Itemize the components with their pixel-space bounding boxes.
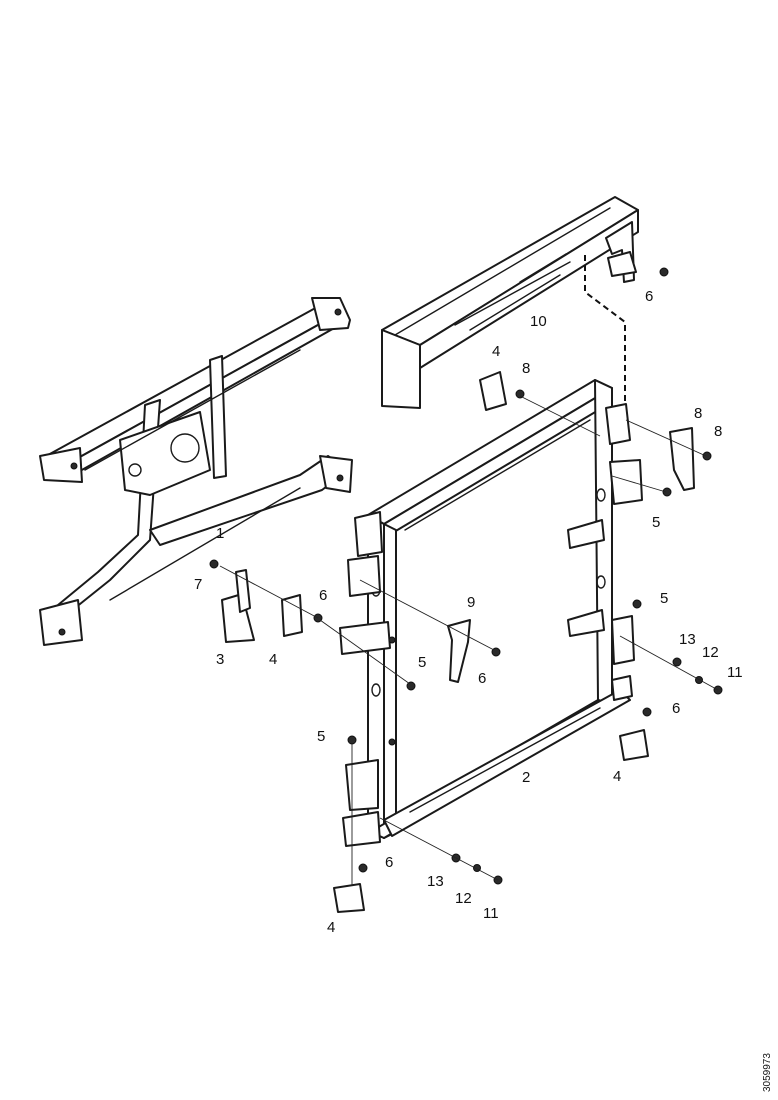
callout-5: 5	[660, 590, 668, 607]
callout-4: 4	[613, 768, 621, 785]
callout-6: 6	[645, 288, 653, 305]
callout-13: 13	[427, 873, 444, 890]
callout-12: 12	[702, 644, 719, 661]
callout-12: 12	[455, 890, 472, 907]
assembly-lines	[219, 395, 719, 886]
callout-labels: 1 2 3 4 4 4 4 5 5 5 5 6 6 6 6 6 6 7 8 8 …	[194, 288, 743, 936]
callout-6: 6	[385, 854, 393, 871]
callout-8: 8	[522, 360, 530, 377]
callout-9: 9	[467, 594, 475, 611]
callout-7: 7	[194, 576, 202, 593]
callout-6: 6	[672, 700, 680, 717]
callout-10: 10	[530, 313, 547, 330]
callout-13: 13	[679, 631, 696, 648]
lower-support-frame-part	[39, 297, 353, 646]
callout-8: 8	[694, 405, 702, 422]
callout-6: 6	[319, 587, 327, 604]
callout-3: 3	[216, 651, 224, 668]
callout-11: 11	[483, 905, 499, 922]
callout-4: 4	[492, 343, 500, 360]
callout-4: 4	[327, 919, 335, 936]
callout-4: 4	[269, 651, 277, 668]
callout-6: 6	[478, 670, 486, 687]
bracket-parts	[221, 427, 695, 683]
callout-11: 11	[727, 664, 743, 681]
callout-8: 8	[714, 423, 722, 440]
callout-5: 5	[317, 728, 325, 745]
upper-shroud-part	[381, 196, 639, 412]
callout-5: 5	[652, 514, 660, 531]
callout-2: 2	[522, 769, 530, 786]
callout-5: 5	[418, 654, 426, 671]
figure-reference-number: 3059973	[762, 1053, 773, 1092]
radiator-frame-part	[339, 379, 643, 847]
callout-1: 1	[216, 525, 224, 542]
